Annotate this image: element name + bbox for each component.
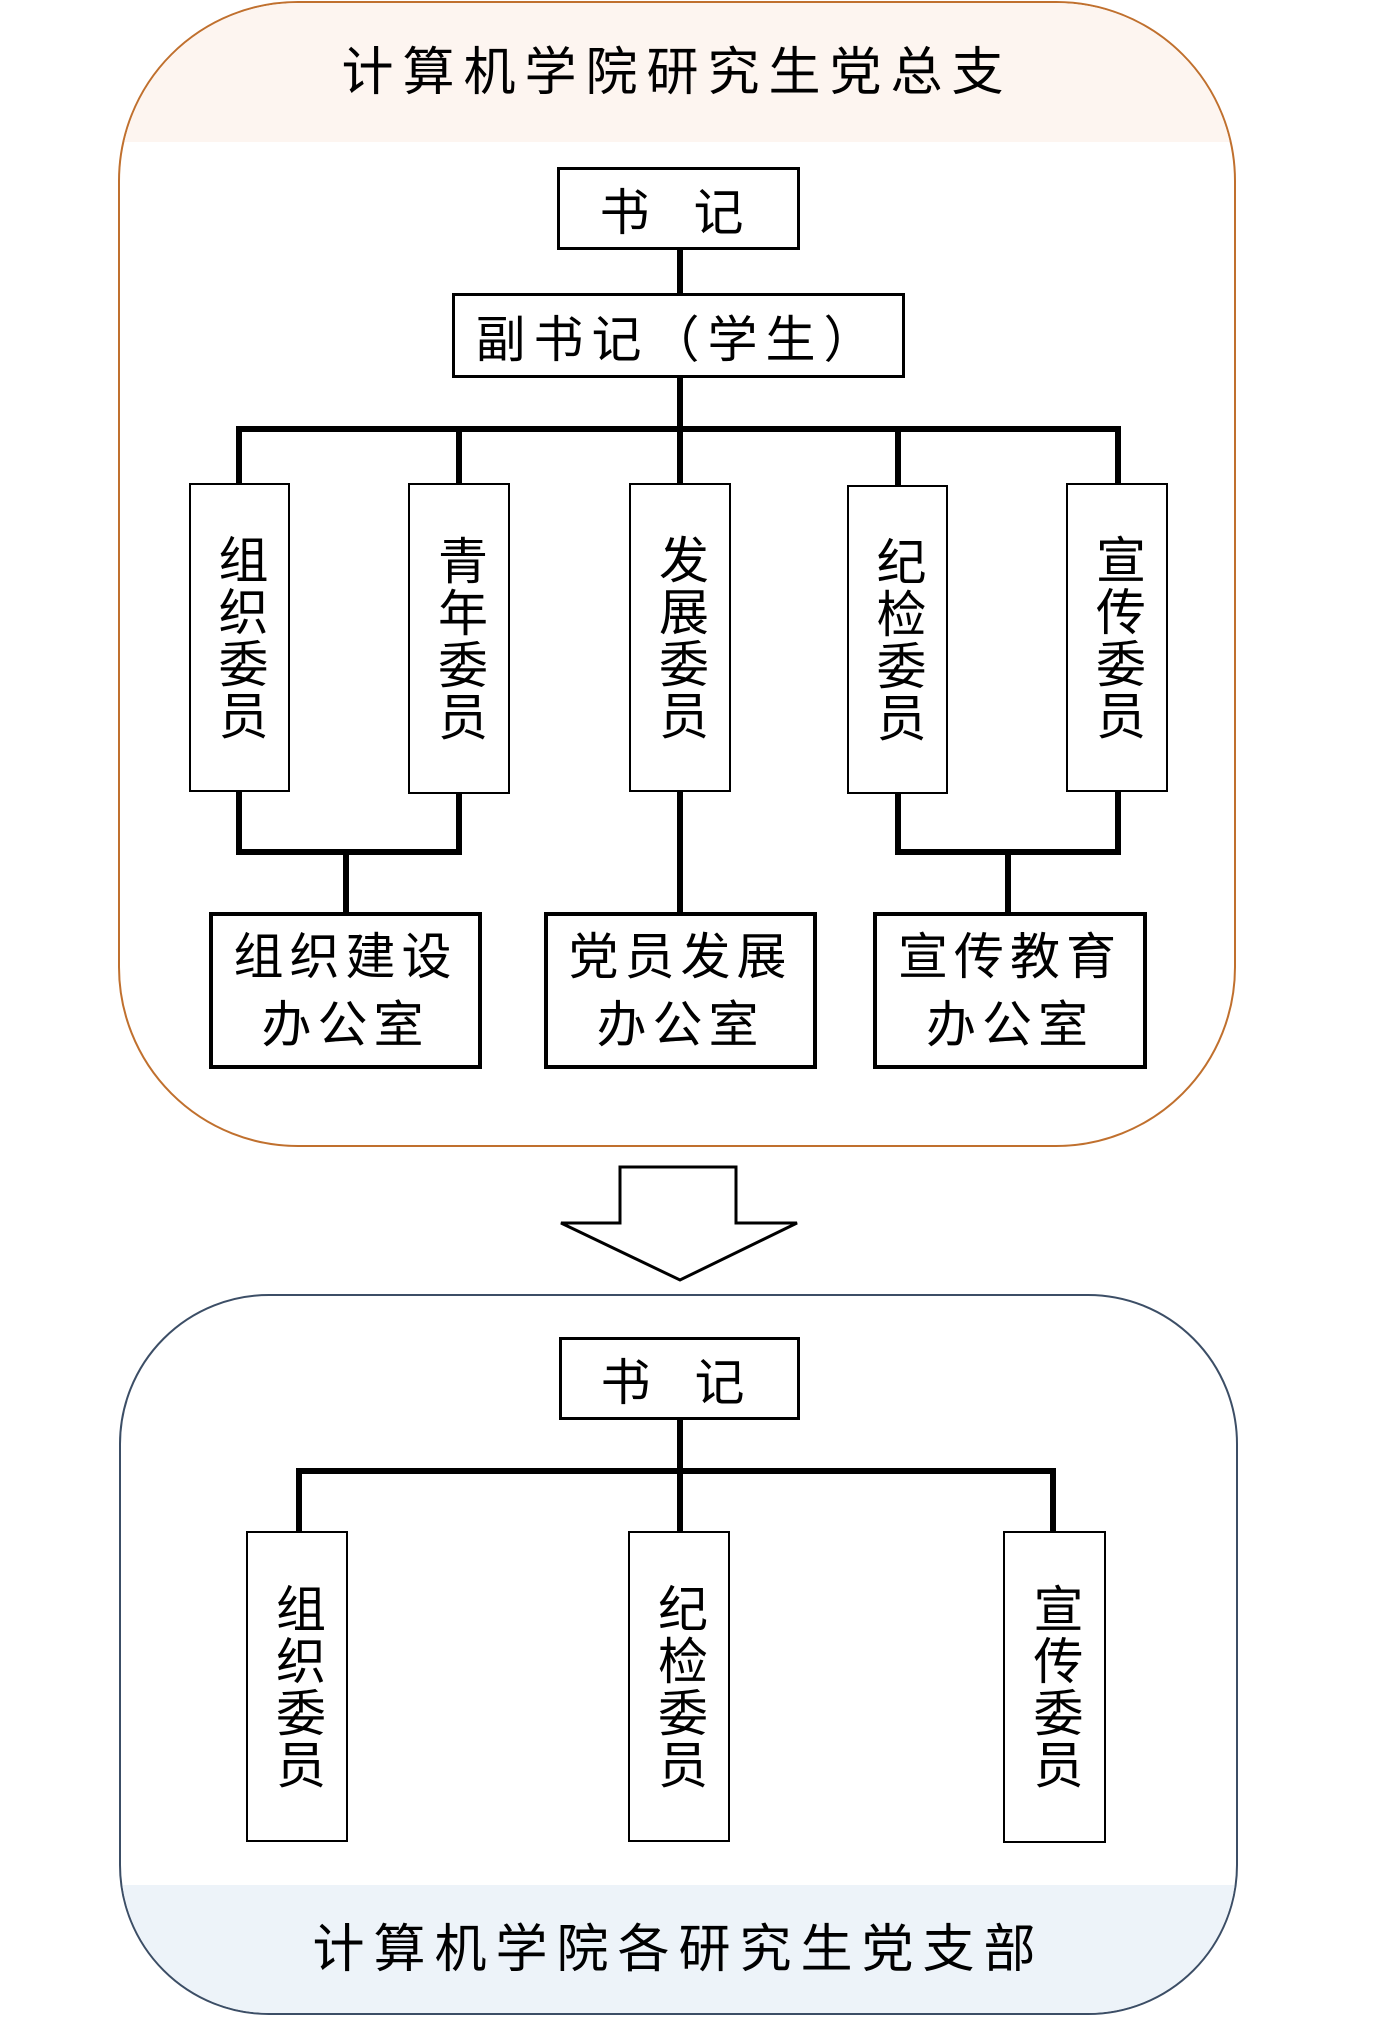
lower-member-box-organization: 组织委员 (246, 1531, 348, 1842)
upper-member-box-development: 发展委员 (629, 483, 731, 792)
connector-line (1050, 1468, 1056, 1531)
upper-member-box-publicity: 宣传委员 (1066, 483, 1168, 792)
upper-member-label: 宣传委员 (1088, 533, 1146, 742)
connector-line (895, 426, 901, 485)
connector-line (677, 378, 683, 432)
connector-line (677, 1420, 683, 1531)
upper-panel-header-band (120, 3, 1234, 142)
office-box-publicity-education: 宣传教育办公室 (873, 912, 1147, 1069)
lower-member-label: 纪检委员 (650, 1582, 708, 1791)
lower-member-box-discipline: 纪检委员 (628, 1531, 730, 1842)
lower-member-box-publicity: 宣传委员 (1003, 1531, 1106, 1843)
lower-panel-footer-band (121, 1885, 1236, 2013)
office-label: 组织建设办公室 (234, 923, 458, 1059)
upper-member-label: 发展委员 (651, 533, 709, 742)
deputy-secretary-box: 副书记（学生） (452, 293, 905, 378)
office-label-line2: 办公室 (926, 995, 1094, 1054)
lower-panel-title: 计算机学院各研究生党支部 (312, 1920, 1045, 1980)
office-label-line1: 党员发展 (568, 927, 793, 986)
connector-line (236, 426, 242, 483)
connector-line (677, 426, 683, 483)
lower-member-label: 宣传委员 (1025, 1583, 1084, 1791)
upper-member-label: 组织委员 (210, 533, 269, 742)
upper-member-box-organization: 组织委员 (189, 483, 290, 792)
connector-line (1115, 426, 1121, 483)
connector-line (236, 792, 242, 855)
upper-secretary-box: 书 记 (557, 167, 800, 250)
lower-member-label: 组织委员 (268, 1582, 326, 1791)
upper-secretary-label: 书 记 (599, 183, 758, 242)
office-label-line1: 组织建设 (233, 927, 458, 986)
upper-member-box-discipline: 纪检委员 (847, 485, 948, 794)
lower-secretary-box: 书 记 (559, 1337, 800, 1420)
connector-line (296, 1468, 1056, 1474)
connector-line (677, 792, 683, 912)
office-box-member-development: 党员发展办公室 (544, 912, 817, 1069)
connector-line (296, 1468, 302, 1531)
office-label-line2: 办公室 (596, 995, 765, 1054)
down-arrow-shape (560, 1165, 798, 1282)
connector-line (456, 426, 462, 483)
office-box-organization-building: 组织建设办公室 (209, 912, 482, 1069)
office-label-line1: 宣传教育 (898, 927, 1122, 986)
deputy-secretary-label: 副书记（学生） (475, 310, 882, 369)
lower-secretary-label: 书 记 (600, 1353, 759, 1412)
upper-member-label: 青年委员 (430, 534, 488, 743)
office-label: 党员发展办公室 (569, 923, 793, 1059)
upper-member-box-youth: 青年委员 (408, 483, 510, 794)
office-label: 宣传教育办公室 (898, 923, 1122, 1059)
connector-line (1005, 849, 1011, 912)
connector-line (343, 849, 349, 912)
upper-panel-title: 计算机学院研究生党总支 (341, 43, 1013, 103)
connector-line (677, 250, 683, 293)
connector-line (895, 794, 901, 855)
upper-member-label: 纪检委员 (868, 535, 927, 744)
office-label-line2: 办公室 (261, 995, 430, 1054)
connector-line (236, 849, 462, 855)
connector-line (1115, 792, 1121, 855)
connector-line (456, 794, 462, 855)
